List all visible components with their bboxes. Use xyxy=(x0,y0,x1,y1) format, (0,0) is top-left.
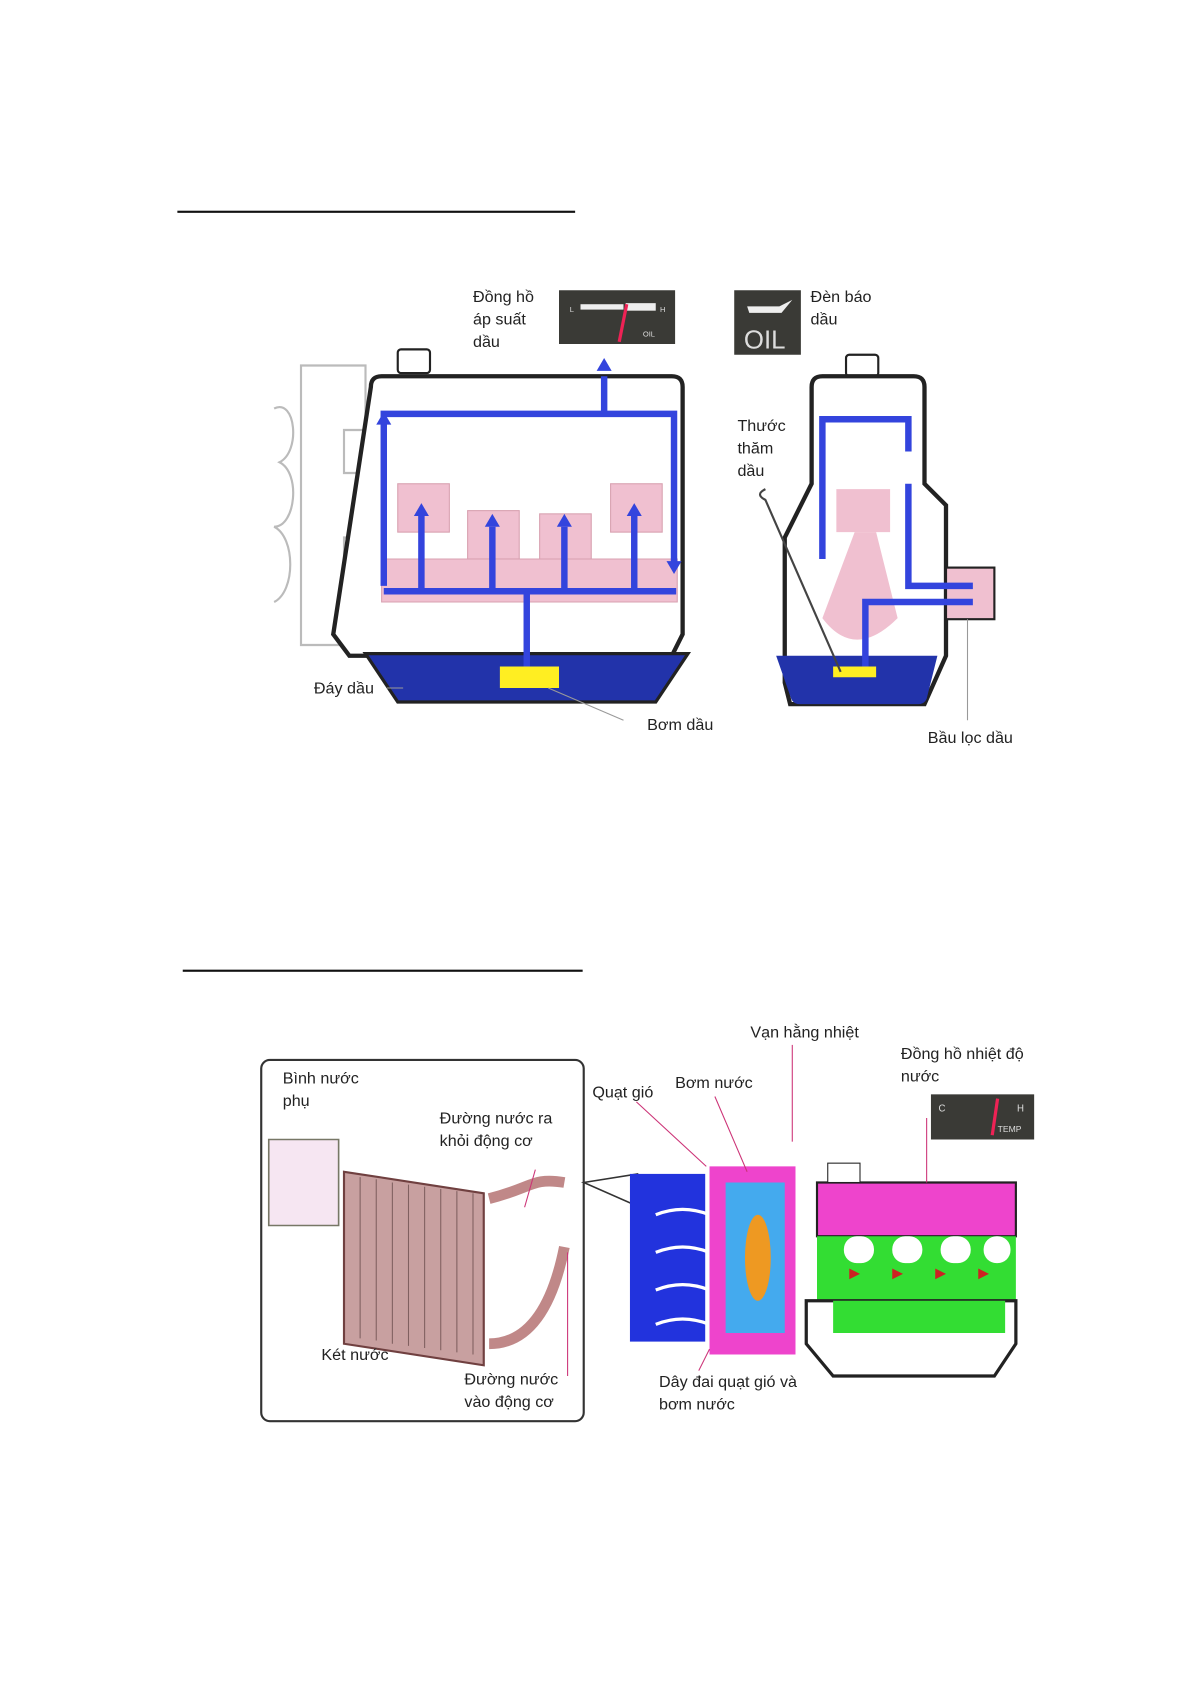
oil-pump-label: Bơm dầu xyxy=(647,715,714,735)
reservoir-label: Bình nước phụ xyxy=(282,1069,359,1111)
fan-label: Quạt gió xyxy=(592,1083,654,1102)
radiator-label: Két nước xyxy=(321,1345,389,1365)
oil-pressure-gauge-label: Đồng hồ áp suất dầu xyxy=(473,288,534,352)
belt-label: Dây đai quạt gió và bơm nước xyxy=(658,1372,798,1414)
temp-gauge-hot-text: H xyxy=(1017,1104,1024,1115)
reservoir-tank xyxy=(267,1138,340,1227)
water-pump-label: Bơm nước xyxy=(675,1073,753,1093)
oil-lamp-text: OIL xyxy=(744,326,786,354)
oil-filter xyxy=(944,566,996,621)
oil-warning-light-label: Đèn báo dầu xyxy=(810,288,872,329)
main-engine-block xyxy=(330,348,692,704)
thermostat-label: Vạn hằng nhiệt xyxy=(750,1023,859,1042)
gauge-high-text: H xyxy=(660,305,665,314)
gauge-low-text: L xyxy=(570,305,574,314)
engine-cooling-section xyxy=(629,1162,1018,1378)
oil-pump-icon xyxy=(499,666,559,688)
temp-gauge-cold-text: C xyxy=(938,1104,945,1115)
oil-warning-lamp: OIL xyxy=(734,290,801,355)
lubrication-diagram: L H OIL OIL xyxy=(273,290,996,721)
inlet-hose-label: Đường nước vào động cơ xyxy=(464,1370,559,1412)
gauge-oil-text: OIL xyxy=(643,329,655,338)
oil-pan-label: Đáy dầu xyxy=(313,679,374,698)
outlet-hose-label: Đường nước ra khỏi động cơ xyxy=(439,1109,553,1151)
dipstick-label: Thước thăm dầu xyxy=(737,417,786,481)
section-rule-lubrication xyxy=(177,210,576,213)
section-rule-cooling xyxy=(182,969,583,972)
side-engine-block xyxy=(758,353,996,721)
temp-gauge: C H TEMP xyxy=(930,1094,1035,1140)
oil-filter-label: Bầu lọc dầu xyxy=(927,728,1013,748)
oil-pressure-gauge: L H OIL xyxy=(559,290,676,344)
temp-gauge-name-text: TEMP xyxy=(998,1124,1022,1134)
radiator xyxy=(342,1170,570,1367)
temp-gauge-label: Đồng hồ nhiệt độ nước xyxy=(900,1044,1024,1086)
